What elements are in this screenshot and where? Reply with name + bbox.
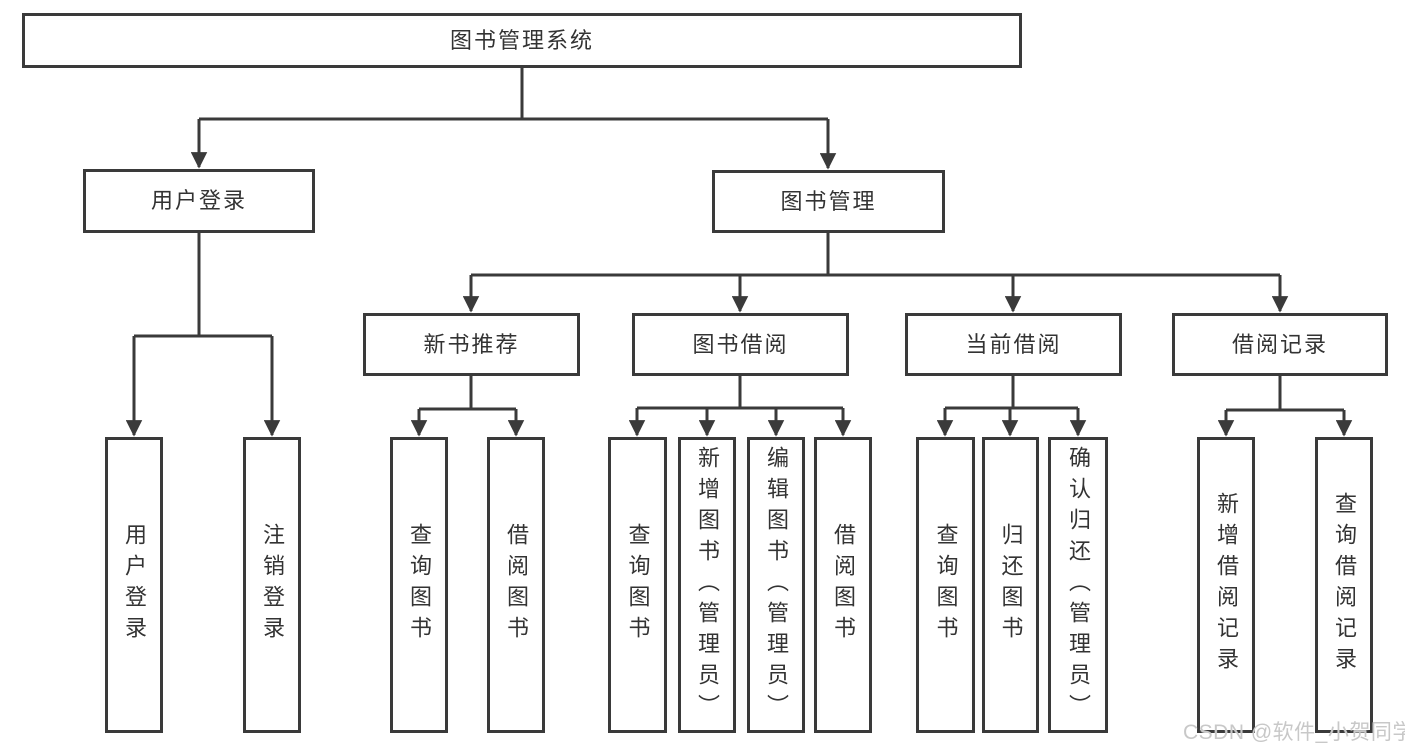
connector-current-borrowing-trunk (945, 376, 1078, 410)
leaf-user-login: 用户登录 (105, 437, 163, 733)
node-book-borrowing: 图书借阅 (632, 313, 849, 376)
connector-book-borrowing-trunk (637, 376, 843, 410)
connector-borrowing-records-trunk (1226, 376, 1344, 412)
node-library-system: 图书管理系统 (22, 13, 1022, 68)
leaf-borrowing-add-books-admin: 新增图书（管理员） (678, 437, 736, 733)
leaf-records-add-borrow-record: 新增借阅记录 (1197, 437, 1255, 733)
node-new-book-recommendation: 新书推荐 (363, 313, 580, 376)
leaf-logout: 注销登录 (243, 437, 301, 733)
node-user-login: 用户登录 (83, 169, 315, 233)
leaf-newbook-borrow-books: 借阅图书 (487, 437, 545, 733)
connector-book-management-trunk (471, 233, 1280, 277)
csdn-watermark: CSDN @软件_小贺同学 (1183, 721, 1405, 744)
connector-user-login-trunk (134, 233, 272, 338)
node-current-borrowing: 当前借阅 (905, 313, 1122, 376)
leaf-current-confirm-return-admin: 确认归还（管理员） (1048, 437, 1108, 733)
leaf-borrowing-edit-books-admin: 编辑图书（管理员） (747, 437, 805, 733)
leaf-borrowing-query-books: 查询图书 (608, 437, 667, 733)
connector-new-book-trunk (419, 376, 516, 411)
node-borrowing-records: 借阅记录 (1172, 313, 1388, 376)
leaf-current-query-books: 查询图书 (916, 437, 975, 733)
leaf-newbook-query-books: 查询图书 (390, 437, 448, 733)
leaf-records-query-borrow-record: 查询借阅记录 (1315, 437, 1373, 733)
leaf-borrowing-borrow-books: 借阅图书 (814, 437, 872, 733)
leaf-current-return-books: 归还图书 (982, 437, 1039, 733)
connector-root-trunk (199, 68, 828, 121)
node-book-management: 图书管理 (712, 170, 945, 233)
